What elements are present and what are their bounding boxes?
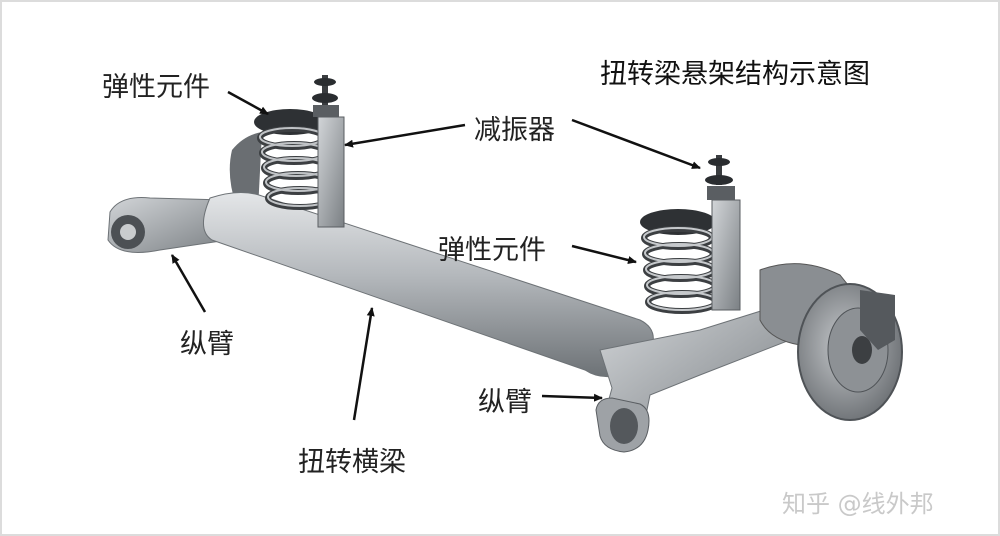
right-shock-absorber bbox=[705, 155, 741, 311]
left-hub-plate bbox=[229, 132, 262, 210]
right-coil-spring bbox=[640, 209, 719, 314]
watermark: 知乎 @线外邦 bbox=[782, 490, 934, 518]
torsion-beam-shape bbox=[203, 192, 654, 378]
arrow-shock-left bbox=[344, 123, 466, 148]
right-trailing-arm bbox=[595, 304, 791, 453]
arrow-shock-right bbox=[571, 118, 701, 170]
label-torsion-beam: 扭转横梁 bbox=[298, 447, 406, 478]
label-arrows bbox=[170, 90, 701, 421]
arrow-torsion-beam bbox=[352, 307, 375, 421]
label-trailing-arm-right: 纵臂 bbox=[478, 387, 532, 418]
right-wheel-hub bbox=[759, 263, 903, 421]
label-trailing-arm-left: 纵臂 bbox=[180, 329, 234, 360]
left-shock-absorber bbox=[312, 75, 345, 228]
label-shock-absorber: 减振器 bbox=[474, 115, 555, 146]
diagram-title: 扭转梁悬架结构示意图 bbox=[600, 59, 870, 90]
label-spring-left: 弹性元件 bbox=[102, 72, 210, 103]
arrow-spring-right bbox=[571, 244, 637, 264]
arrow-trailing-arm-right bbox=[541, 393, 603, 402]
label-spring-right: 弹性元件 bbox=[438, 235, 546, 266]
arrow-spring-left bbox=[227, 90, 269, 116]
arrow-trailing-arm-left bbox=[170, 254, 207, 313]
